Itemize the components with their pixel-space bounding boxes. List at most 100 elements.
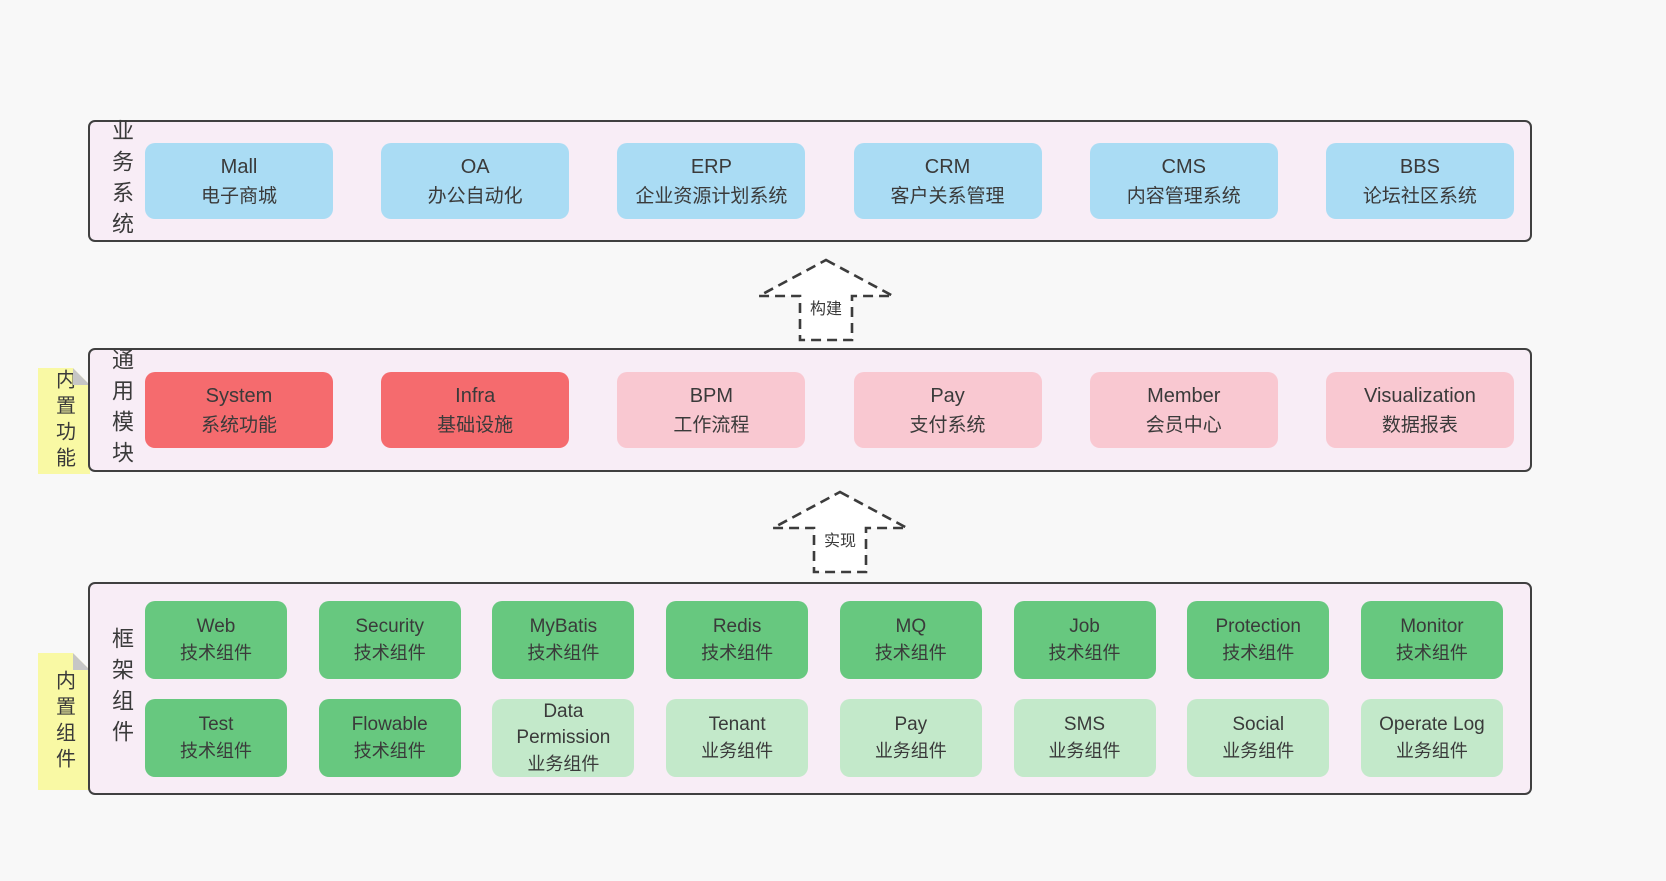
box-oa: OA 办公自动化: [381, 143, 570, 219]
framework-components-grid: Web 技术组件 Security 技术组件 MyBatis 技术组件 Redi…: [145, 601, 1503, 777]
box-subtitle: 技术组件: [353, 741, 426, 761]
box-pay: Pay 支付系统: [853, 372, 1042, 448]
box-title: Security: [355, 616, 425, 637]
box-title: Job: [1069, 616, 1100, 637]
box-title: Tenant: [708, 714, 766, 735]
box-title: Infra: [455, 384, 496, 407]
box-subtitle: 电子商城: [200, 185, 277, 207]
box-subtitle: 业务组件: [1048, 741, 1121, 761]
box-title: Operate Log: [1379, 714, 1485, 735]
framework-row-1: Web 技术组件 Security 技术组件 MyBatis 技术组件 Redi…: [145, 601, 1503, 679]
layer-framework-components: 框架组件 Web 技术组件 Security 技术组件 MyBatis 技术组件…: [88, 582, 1532, 795]
box-title: Test: [198, 714, 234, 735]
box-security: Security 技术组件: [318, 601, 461, 679]
framework-row-2: Test 技术组件 Flowable 技术组件 Data Permission …: [145, 699, 1503, 777]
box-subtitle: 会员中心: [1145, 414, 1222, 436]
box-subtitle: 论坛社区系统: [1362, 185, 1477, 207]
box-subtitle: 基础设施: [437, 414, 514, 436]
layer-common-modules: 通用模块 System 系统功能 Infra 基础设施 BPM 工作流程 Pay…: [88, 348, 1532, 472]
box-bbs: BBS 论坛社区系统: [1325, 143, 1514, 219]
box-web: Web 技术组件: [145, 601, 287, 679]
box-subtitle: 业务组件: [527, 754, 600, 774]
common-modules-row: System 系统功能 Infra 基础设施 BPM 工作流程 Pay 支付系统…: [145, 350, 1514, 470]
box-subtitle: 工作流程: [673, 414, 750, 436]
box-title: Pay: [894, 714, 928, 735]
box-system: System 系统功能: [145, 372, 333, 448]
box-visualization: Visualization 数据报表: [1325, 372, 1514, 448]
layer-label-common-modules: 通用模块: [109, 348, 134, 472]
arrow-label: 构建: [806, 294, 846, 320]
box-title: Data Permission: [516, 701, 611, 748]
box-cms: CMS 内容管理系统: [1089, 143, 1278, 219]
business-systems-row: Mall 电子商城 OA 办公自动化 ERP 企业资源计划系统 CRM 客户关系…: [145, 122, 1514, 240]
layer-label-framework-components: 框架组件: [109, 626, 134, 751]
box-subtitle: 技术组件: [180, 741, 252, 761]
box-subtitle: 系统功能: [200, 414, 277, 436]
box-title: Social: [1232, 714, 1285, 735]
box-title: OA: [460, 155, 490, 178]
box-title: CRM: [924, 155, 971, 178]
box-subtitle: 技术组件: [180, 643, 252, 663]
box-subtitle: 业务组件: [701, 741, 774, 761]
box-title: System: [205, 384, 273, 407]
sticky-note-label: 内置功能: [52, 369, 75, 473]
box-title: ERP: [690, 155, 732, 178]
box-subtitle: 业务组件: [1222, 741, 1295, 761]
box-subtitle: 业务组件: [874, 741, 947, 761]
box-test: Test 技术组件: [145, 699, 287, 777]
box-title: Redis: [712, 616, 762, 637]
box-infra: Infra 基础设施: [381, 372, 570, 448]
box-title: BPM: [689, 384, 734, 407]
box-subtitle: 企业资源计划系统: [635, 185, 788, 207]
box-subtitle: 业务组件: [1395, 741, 1468, 761]
box-job: Job 技术组件: [1013, 601, 1156, 679]
box-title: MQ: [895, 616, 927, 637]
layer-label-business-systems: 业务系统: [109, 119, 134, 243]
box-data-permission: Data Permission 业务组件: [492, 699, 635, 777]
box-title: Visualization: [1363, 384, 1476, 407]
box-subtitle: 技术组件: [1395, 643, 1468, 663]
box-subtitle: 技术组件: [1048, 643, 1121, 663]
box-operate-log: Operate Log 业务组件: [1360, 699, 1503, 777]
box-tenant: Tenant 业务组件: [666, 699, 809, 777]
box-mall: Mall 电子商城: [145, 143, 333, 219]
sticky-note-label: 内置组件: [52, 669, 75, 774]
box-mq: MQ 技术组件: [839, 601, 982, 679]
box-crm: CRM 客户关系管理: [853, 143, 1042, 219]
box-subtitle: 技术组件: [874, 643, 947, 663]
sticky-note-builtin-components: 内置组件: [38, 653, 90, 790]
box-title: Web: [196, 616, 236, 637]
box-title: BBS: [1399, 155, 1440, 178]
box-member: Member 会员中心: [1089, 372, 1278, 448]
box-title: Mall: [220, 155, 258, 178]
sticky-note-builtin-features: 内置功能: [38, 368, 90, 474]
box-flowable: Flowable 技术组件: [318, 699, 461, 777]
box-subtitle: 技术组件: [353, 643, 426, 663]
layer-business-systems: 业务系统 Mall 电子商城 OA 办公自动化 ERP 企业资源计划系统 CRM…: [88, 119, 1532, 243]
box-title: Pay: [930, 384, 965, 407]
box-erp: ERP 企业资源计划系统: [617, 143, 806, 219]
box-bpm: BPM 工作流程: [617, 372, 806, 448]
box-subtitle: 内容管理系统: [1126, 185, 1241, 207]
box-subtitle: 技术组件: [1222, 643, 1295, 663]
box-title: SMS: [1063, 714, 1106, 735]
box-subtitle: 办公自动化: [427, 185, 523, 207]
box-title: Monitor: [1400, 616, 1464, 637]
box-sms: SMS 业务组件: [1013, 699, 1156, 777]
box-title: MyBatis: [529, 616, 598, 637]
box-social: Social 业务组件: [1187, 699, 1330, 777]
box-protection: Protection 技术组件: [1187, 601, 1330, 679]
arrow-build-up: 构建: [756, 257, 896, 343]
box-title: CMS: [1161, 155, 1206, 178]
arrow-label: 实现: [820, 526, 860, 552]
box-subtitle: 数据报表: [1381, 414, 1458, 436]
box-pay-business: Pay 业务组件: [839, 699, 982, 777]
box-monitor: Monitor 技术组件: [1360, 601, 1503, 679]
box-subtitle: 支付系统: [909, 414, 986, 436]
box-title: Member: [1147, 384, 1221, 407]
box-mybatis: MyBatis 技术组件: [492, 601, 635, 679]
arrow-implement-up: 实现: [770, 489, 910, 575]
box-title: Flowable: [351, 714, 428, 735]
box-redis: Redis 技术组件: [666, 601, 809, 679]
